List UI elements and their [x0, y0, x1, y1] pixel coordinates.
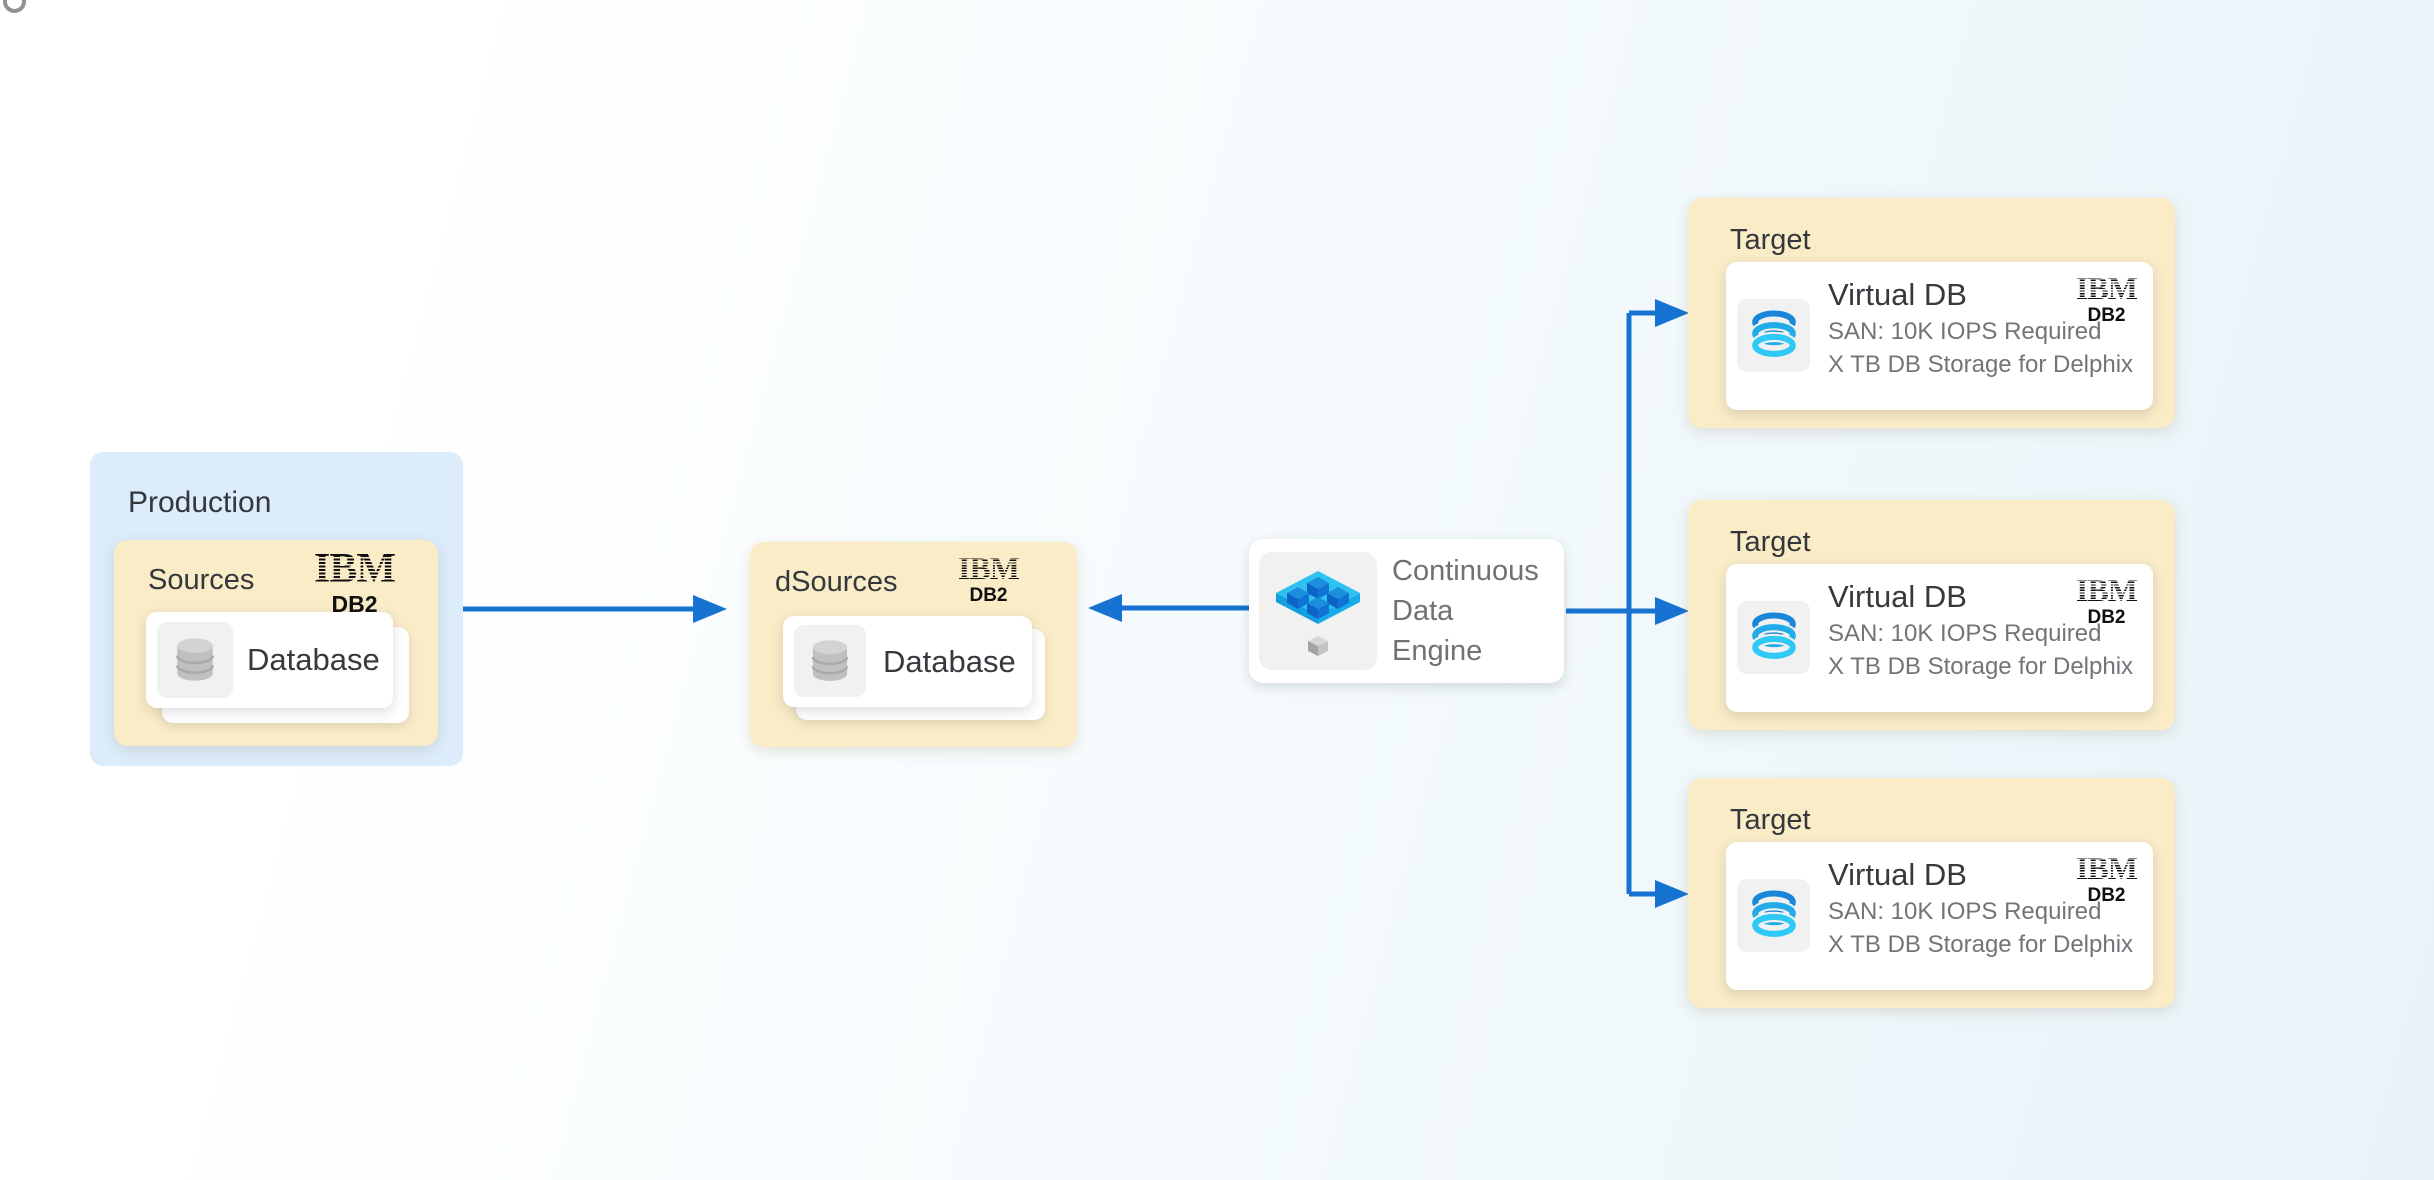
- db2-label: DB2: [331, 591, 378, 617]
- engine-title: Continuous Data Engine: [1392, 539, 1539, 683]
- corner-dot: [3, 0, 26, 13]
- arrowhead: [1655, 597, 1689, 625]
- target-group: Target Virtual DB SAN: 10K IOPS Required…: [1688, 198, 2175, 428]
- virtual-db-icon-tile: [1737, 879, 1810, 952]
- sources-group: Sources IBM DB2 Database: [114, 540, 438, 746]
- dsources-group: dSources IBM DB2 Database: [750, 542, 1077, 747]
- ibm-logo-mark: IBM: [2074, 572, 2139, 608]
- continuous-data-engine-icon-tile: [1259, 552, 1377, 670]
- ibm-db2-logo: IBM DB2: [956, 550, 1021, 606]
- target-group: Target Virtual DB SAN: 10K IOPS Required…: [1688, 500, 2175, 730]
- engine-title-line: Data: [1392, 595, 1454, 627]
- arrow-engine-to-targets-trunk: [1566, 310, 1657, 897]
- san-iops-spec: SAN: 10K IOPS Required: [1828, 898, 2102, 925]
- engine-title-line: Continuous: [1392, 555, 1539, 587]
- san-iops-spec: SAN: 10K IOPS Required: [1828, 318, 2102, 345]
- database-icon-tile: [157, 622, 233, 698]
- virtual-db-title: Virtual DB: [1828, 277, 1967, 312]
- sources-title: Sources: [148, 564, 255, 596]
- virtual-db-title: Virtual DB: [1828, 857, 1967, 892]
- storage-spec: X TB DB Storage for Delphix: [1828, 351, 2134, 378]
- virtual-db-icon-tile: [1737, 299, 1810, 372]
- ibm-logo-mark: IBM: [312, 546, 397, 592]
- ibm-db2-logo: IBM DB2: [2074, 850, 2139, 906]
- db2-label: DB2: [969, 585, 1008, 606]
- database-icon-tile: [794, 625, 866, 697]
- db2-label: DB2: [2087, 885, 2126, 906]
- target-title: Target: [1730, 804, 1811, 836]
- target-title: Target: [1730, 526, 1811, 558]
- dsources-title: dSources: [775, 566, 898, 598]
- database-card: Database: [783, 616, 1032, 707]
- virtual-db-card: Virtual DB SAN: 10K IOPS Required X TB D…: [1726, 564, 2153, 712]
- virtual-db-text: Virtual DB SAN: 10K IOPS Required X TB D…: [1828, 855, 2133, 961]
- continuous-data-engine-icon: [1276, 571, 1360, 656]
- database-card-label: Database: [247, 642, 380, 677]
- engine-title-line: Engine: [1392, 635, 1483, 667]
- arrowhead: [1655, 299, 1689, 327]
- san-iops-spec: SAN: 10K IOPS Required: [1828, 620, 2102, 647]
- arrowhead: [1655, 880, 1689, 908]
- virtual-db-icon-tile: [1737, 601, 1810, 674]
- target-title: Target: [1730, 224, 1811, 256]
- database-card: Database: [146, 612, 393, 708]
- ibm-db2-logo: IBM DB2: [312, 546, 397, 617]
- ibm-logo-mark: IBM: [2074, 270, 2139, 306]
- virtual-db-card: Virtual DB SAN: 10K IOPS Required X TB D…: [1726, 842, 2153, 990]
- database-icon: [811, 640, 849, 681]
- ibm-db2-logo: IBM DB2: [2074, 270, 2139, 326]
- production-title: Production: [128, 486, 272, 519]
- db2-label: DB2: [2087, 305, 2126, 326]
- ibm-logo-mark: IBM: [956, 550, 1021, 586]
- ibm-logo-mark: IBM: [2074, 850, 2139, 886]
- virtual-db-text: Virtual DB SAN: 10K IOPS Required X TB D…: [1828, 577, 2133, 683]
- database-icon: [176, 638, 214, 681]
- virtual-db-text: Virtual DB SAN: 10K IOPS Required X TB D…: [1828, 275, 2133, 381]
- production-group: Production Sources IBM DB2 Database: [90, 452, 463, 766]
- virtual-db-icon: [1749, 309, 1798, 359]
- virtual-db-card: Virtual DB SAN: 10K IOPS Required X TB D…: [1726, 262, 2153, 410]
- storage-spec: X TB DB Storage for Delphix: [1828, 931, 2134, 958]
- arrowhead: [1088, 594, 1122, 622]
- target-group: Target Virtual DB SAN: 10K IOPS Required…: [1688, 778, 2175, 1008]
- engine-card: Continuous Data Engine: [1249, 539, 1564, 683]
- virtual-db-title: Virtual DB: [1828, 579, 1967, 614]
- db2-label: DB2: [2087, 607, 2126, 628]
- ibm-db2-logo: IBM DB2: [2074, 572, 2139, 628]
- database-card-label: Database: [883, 643, 1016, 679]
- virtual-db-icon: [1749, 611, 1798, 661]
- arrowhead: [693, 595, 727, 623]
- virtual-db-icon: [1749, 889, 1798, 939]
- storage-spec: X TB DB Storage for Delphix: [1828, 653, 2134, 680]
